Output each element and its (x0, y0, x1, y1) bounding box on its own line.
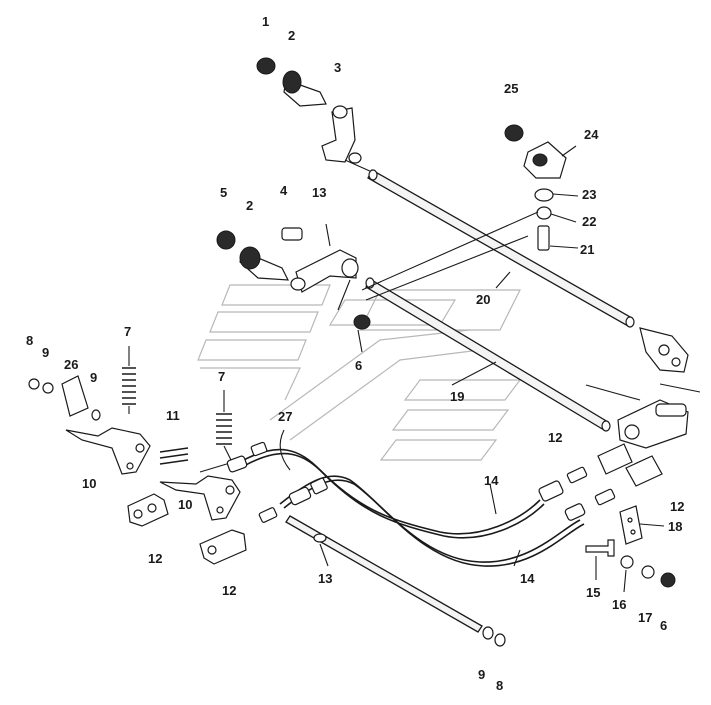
callout-11: 11 (166, 408, 180, 423)
lockwasher-17 (641, 565, 655, 579)
spring-11 (159, 447, 189, 465)
callout-23: 23 (582, 187, 596, 202)
bolt-15 (585, 539, 615, 557)
callout-19: 19 (450, 389, 464, 404)
callout-7-left: 7 (124, 324, 131, 339)
callout-16: 16 (612, 597, 626, 612)
callout-8-left: 8 (26, 333, 33, 348)
callout-25: 25 (504, 81, 518, 96)
callout-5: 5 (220, 185, 227, 200)
control-cables (226, 429, 663, 567)
bellcrank-3 (321, 107, 356, 163)
bracket-10-left (65, 427, 151, 475)
callout-24: 24 (584, 127, 599, 142)
callout-17: 17 (638, 610, 652, 625)
spring-7-right (216, 413, 232, 445)
bellcrank-13 (295, 249, 357, 293)
callout-12-upper-right: 12 (548, 430, 562, 445)
washer-9 (42, 382, 54, 394)
callout-15: 15 (586, 585, 600, 600)
plate-18 (619, 505, 643, 545)
callout-20: 20 (476, 292, 490, 307)
callout-27: 27 (278, 409, 292, 424)
callout-1: 1 (262, 14, 269, 29)
callout-21: 21 (580, 242, 594, 257)
callout-6-upper: 6 (355, 358, 362, 373)
nut-25 (504, 124, 524, 142)
callout-10-left: 10 (82, 476, 96, 491)
callout-12-mid: 12 (222, 583, 236, 598)
bushing-26 (61, 375, 89, 417)
right-upper-hardware (504, 124, 579, 251)
callout-13-upper: 13 (312, 185, 326, 200)
callout-9-mid: 9 (90, 370, 97, 385)
bracket-10-right (159, 475, 241, 521)
callout-7-right: 7 (218, 369, 225, 384)
callout-12-left: 12 (148, 551, 162, 566)
nut-1 (256, 57, 276, 75)
lockwasher-22 (536, 206, 552, 220)
callout-22: 22 (582, 214, 596, 229)
callout-2-lower: 2 (246, 198, 253, 213)
callout-4: 4 (280, 183, 288, 198)
shaft-13 (285, 515, 483, 633)
callout-9-left: 9 (42, 345, 49, 360)
circlip-8-lower (494, 633, 506, 647)
upper-linkage (256, 57, 689, 373)
callout-3: 3 (334, 60, 341, 75)
clevis-12-upper-right (597, 443, 633, 475)
callout-13-lower: 13 (318, 571, 332, 586)
callout-12-lower-right: 12 (670, 499, 684, 514)
washer-9-lower (482, 626, 494, 640)
callout-26: 26 (64, 357, 78, 372)
nut-6-lower (660, 572, 676, 588)
callout-14-lower: 14 (520, 571, 535, 586)
callout-10-right: 10 (178, 497, 192, 512)
callout-14-upper: 14 (484, 473, 499, 488)
clevis-12-lower-right (625, 455, 663, 487)
callout-18: 18 (668, 519, 682, 534)
clevis-12-mid (199, 529, 247, 565)
callout-8-lower: 8 (496, 678, 503, 693)
lower-shaft (285, 515, 506, 647)
middle-linkage (216, 211, 701, 449)
callout-9-lower: 9 (478, 667, 485, 682)
bolt-21 (537, 225, 550, 251)
spring-7-left (122, 367, 136, 405)
washer-16 (620, 555, 634, 569)
nut-5 (216, 230, 236, 250)
washer-23 (534, 188, 554, 202)
clip-27 (279, 429, 291, 471)
left-lower-assembly (28, 346, 247, 565)
circlip-8 (28, 378, 40, 390)
callout-labels: 1 2 3 25 24 23 22 21 5 4 2 13 20 6 8 9 2… (26, 14, 684, 693)
callout-6-lower: 6 (660, 618, 667, 633)
bolt-4 (281, 227, 303, 241)
right-lower-hardware (585, 505, 676, 593)
callout-2: 2 (288, 28, 295, 43)
nut-6 (353, 314, 371, 330)
